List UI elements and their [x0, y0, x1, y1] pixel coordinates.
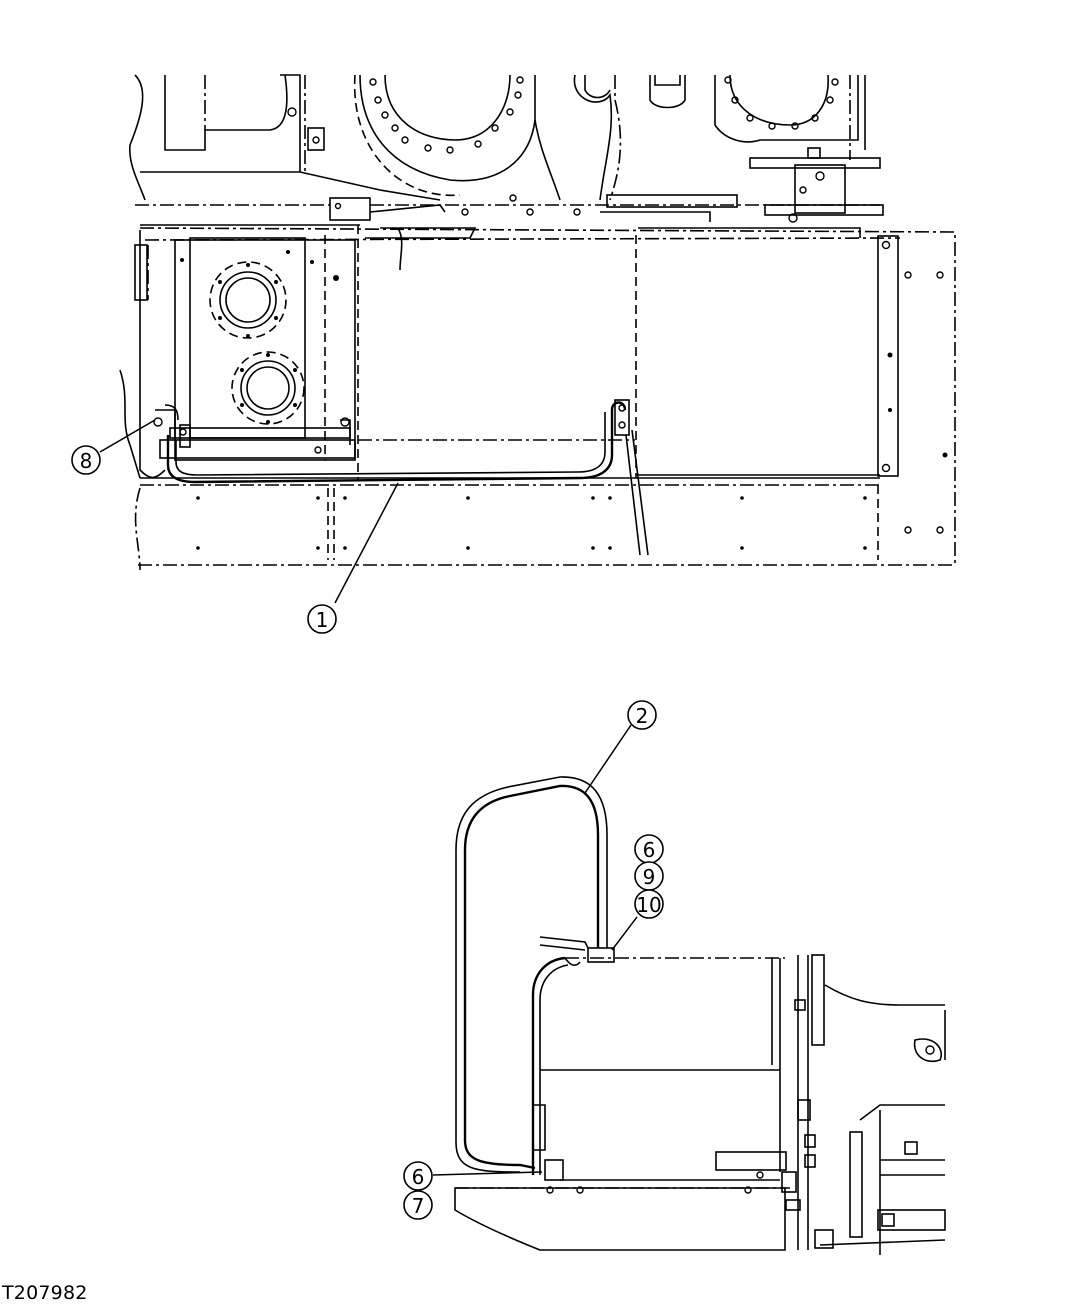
callout-6-top: 6 [634, 834, 664, 864]
callout-9: 9 [634, 861, 664, 891]
callout-6-bottom: 6 [403, 1161, 433, 1191]
svg-text:6: 6 [643, 838, 656, 862]
svg-text:8: 8 [80, 449, 93, 473]
svg-text:2: 2 [636, 704, 649, 728]
top-view [119, 74, 956, 571]
callout-10: 10 [634, 889, 664, 919]
callout-7: 7 [403, 1190, 433, 1220]
svg-text:6: 6 [412, 1165, 425, 1189]
callout-2: 2 [627, 700, 657, 730]
svg-text:9: 9 [643, 865, 656, 889]
callout-8: 8 [71, 445, 101, 475]
leader-lines [99, 419, 638, 1176]
side-view [454, 776, 946, 1255]
callout-1: 1 [307, 604, 337, 634]
figure-id-label: T207982 [2, 1282, 88, 1304]
svg-text:10: 10 [636, 893, 661, 917]
svg-text:7: 7 [412, 1194, 425, 1218]
svg-text:1: 1 [316, 608, 329, 632]
